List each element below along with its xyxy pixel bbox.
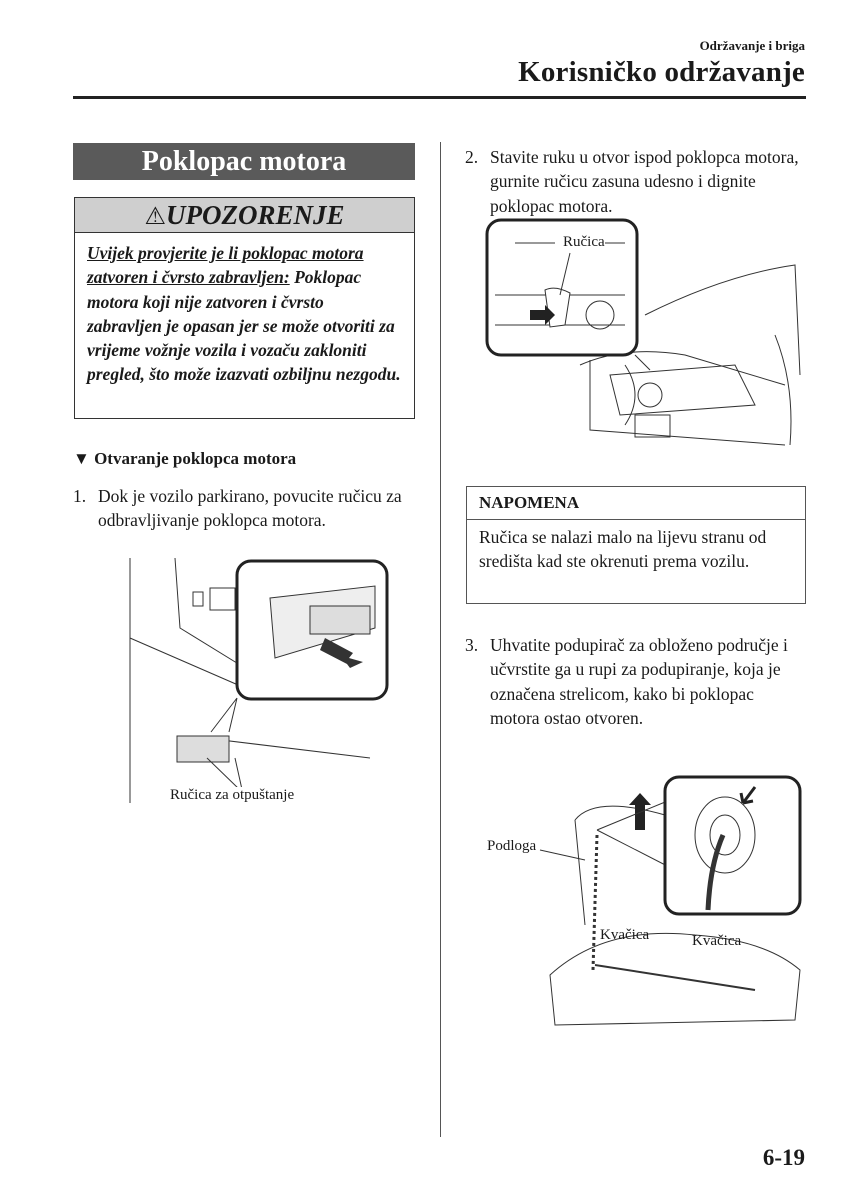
step-1: 1. Dok je vozilo parkirano, povucite ruč… xyxy=(73,484,413,533)
page-number: 6-19 xyxy=(762,1145,805,1170)
warning-lead: Uvijek provjerite je li poklopac motora … xyxy=(87,243,364,288)
warning-heading: ⚠UPOZORENJE xyxy=(75,198,414,233)
page-title: Poklopac motora xyxy=(73,143,415,180)
release-lever-label: Ručica za otpuštanje xyxy=(170,787,295,804)
hood-prop-illustration xyxy=(539,775,802,1026)
step-text: Stavite ruku u otvor ispod poklopca moto… xyxy=(490,147,799,216)
step-number: 3. xyxy=(465,635,479,655)
warning-body: Uvijek provjerite je li poklopac motora … xyxy=(75,233,414,395)
latch-label: Ručica xyxy=(563,234,605,251)
column-divider xyxy=(440,142,441,1137)
note-heading: NAPOMENA xyxy=(467,487,805,520)
warning-heading-text: UPOZORENJE xyxy=(166,200,345,230)
clip-label-2: Kvačica xyxy=(692,933,742,949)
step-number: 1. xyxy=(73,486,87,506)
step-2: 2. Stavite ruku u otvor ispod poklopca m… xyxy=(465,145,810,218)
note-text: Ručica se nalazi malo na lijevu stranu o… xyxy=(479,527,767,572)
warning-triangle-icon: ⚠ xyxy=(144,204,166,230)
note-box: NAPOMENA Ručica se nalazi malo na lijevu… xyxy=(466,486,806,604)
pad-label: Podloga xyxy=(487,838,537,855)
section-header: Održavanje i briga xyxy=(699,38,805,53)
warning-text: Poklopac motora koji nije zatvoren i čvr… xyxy=(87,267,401,385)
step-text: Uhvatite podupirač za obloženo područje … xyxy=(490,635,788,728)
release-lever-illustration xyxy=(129,557,389,804)
hood-latch-illustration xyxy=(485,218,801,446)
step-number: 2. xyxy=(465,147,479,167)
chapter-title: Korisničko održavanje xyxy=(518,56,805,88)
clip-label-1: Kvačica xyxy=(600,927,650,943)
header-rule xyxy=(73,96,806,99)
warning-box: ⚠UPOZORENJE Uvijek provjerite je li pokl… xyxy=(74,197,415,419)
step-text: Dok je vozilo parkirano, povucite ručicu… xyxy=(98,486,402,531)
step-3: 3. Uhvatite podupirač za obloženo područ… xyxy=(465,633,805,730)
subheading: ▼ Otvaranje poklopca motora xyxy=(73,449,297,468)
